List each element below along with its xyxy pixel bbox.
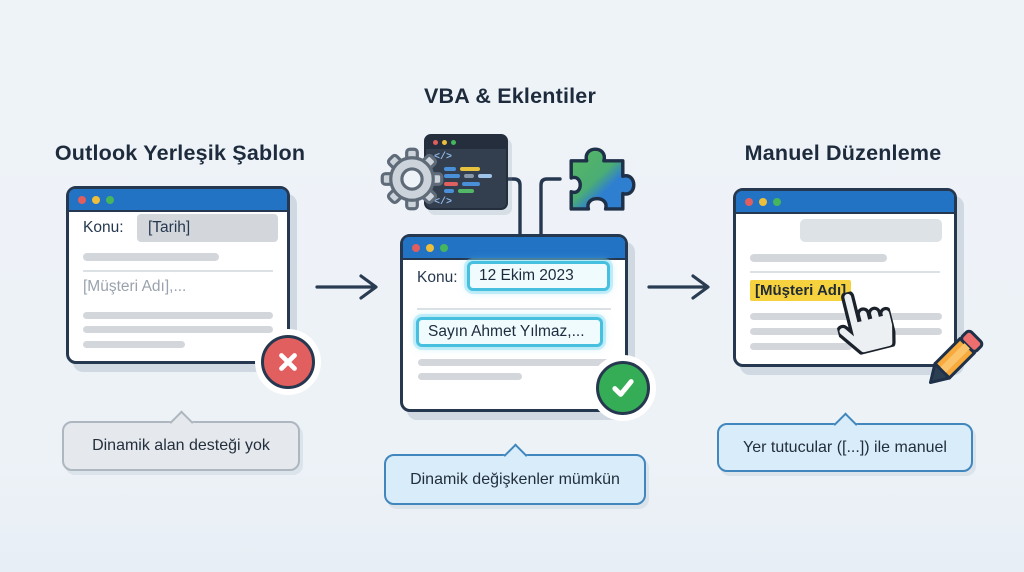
window-dot-red (78, 195, 86, 204)
error-badge (261, 335, 315, 389)
tooltip-vba: Dinamik değişkenler mümkün (384, 454, 646, 505)
window-dot-yellow (92, 195, 100, 204)
highlighted-placeholder: [Müşteri Adı] (750, 280, 852, 301)
divider (83, 270, 273, 272)
window-dot-yellow (759, 197, 767, 206)
subject-label: Konu: (83, 219, 124, 236)
pencil-icon (928, 329, 984, 385)
code-editor-icon: </> </> (424, 134, 508, 210)
tooltip-text: Dinamik değişkenler mümkün (410, 470, 620, 488)
code-editor-body: </> </> (426, 149, 506, 211)
text-line-placeholder (83, 326, 273, 333)
section-title-manual: Manuel Düzenleme (744, 141, 942, 165)
text-line-placeholder (750, 254, 887, 262)
connector-lines (505, 177, 562, 240)
window-dot-red (745, 197, 753, 206)
success-badge (596, 361, 650, 415)
x-icon (279, 353, 297, 371)
text-line-placeholder (83, 253, 219, 261)
window-dot-red (412, 243, 420, 252)
window-dot-green (451, 140, 456, 145)
flow-arrow-icon (315, 274, 378, 300)
window-dot-red (433, 140, 438, 145)
subject-field: [Tarih] (137, 214, 278, 242)
window-dot-yellow (426, 243, 434, 252)
text-line-placeholder (83, 312, 273, 319)
window-titlebar (736, 191, 954, 214)
section-title-vba: VBA & Eklentiler (423, 84, 597, 108)
subject-block-placeholder (800, 219, 942, 242)
window-dot-green (440, 243, 448, 252)
window-titlebar (69, 189, 287, 212)
subject-label: Konu: (417, 269, 458, 286)
text-line-placeholder (750, 343, 852, 350)
text-line-placeholder (418, 373, 522, 380)
vba-window: Konu: 12 Ekim 2023 Sayın Ahmet Yılmaz,..… (400, 234, 650, 415)
code-editor-titlebar (426, 136, 506, 149)
flow-arrow-icon (647, 274, 710, 300)
check-icon (612, 379, 634, 397)
tooltip-outlook: Dinamik alan desteği yok (62, 421, 300, 471)
manual-edit-window: [Müşteri Adı] (733, 188, 984, 385)
gear-icon (380, 147, 444, 211)
window-dot-green (773, 197, 781, 206)
outlook-template-window: Konu: [Tarih] [Müşteri Adı],... (66, 186, 315, 389)
subject-field-dynamic: 12 Ekim 2023 (467, 261, 610, 291)
window-dot-yellow (442, 140, 447, 145)
code-tag-close: </> (434, 196, 453, 208)
section-title-outlook: Outlook Yerleşik Şablon (54, 141, 306, 165)
window-dot-green (106, 195, 114, 204)
puzzle-icon (569, 147, 636, 211)
tooltip-text: Yer tutucular ([...]) ile manuel (743, 438, 947, 456)
divider (417, 308, 611, 310)
tooltip-manual: Yer tutucular ([...]) ile manuel (717, 423, 973, 472)
text-line-placeholder (83, 341, 185, 348)
hand-cursor-icon (836, 290, 896, 356)
greeting-field-dynamic: Sayın Ahmet Yılmaz,... (416, 317, 603, 347)
body-placeholder-text: [Müşteri Adı],... (83, 278, 187, 295)
window-titlebar (403, 237, 625, 260)
divider (750, 271, 940, 273)
tooltip-text: Dinamik alan desteği yok (92, 437, 270, 454)
text-line-placeholder (418, 359, 610, 366)
code-tag-open: </> (434, 152, 453, 163)
